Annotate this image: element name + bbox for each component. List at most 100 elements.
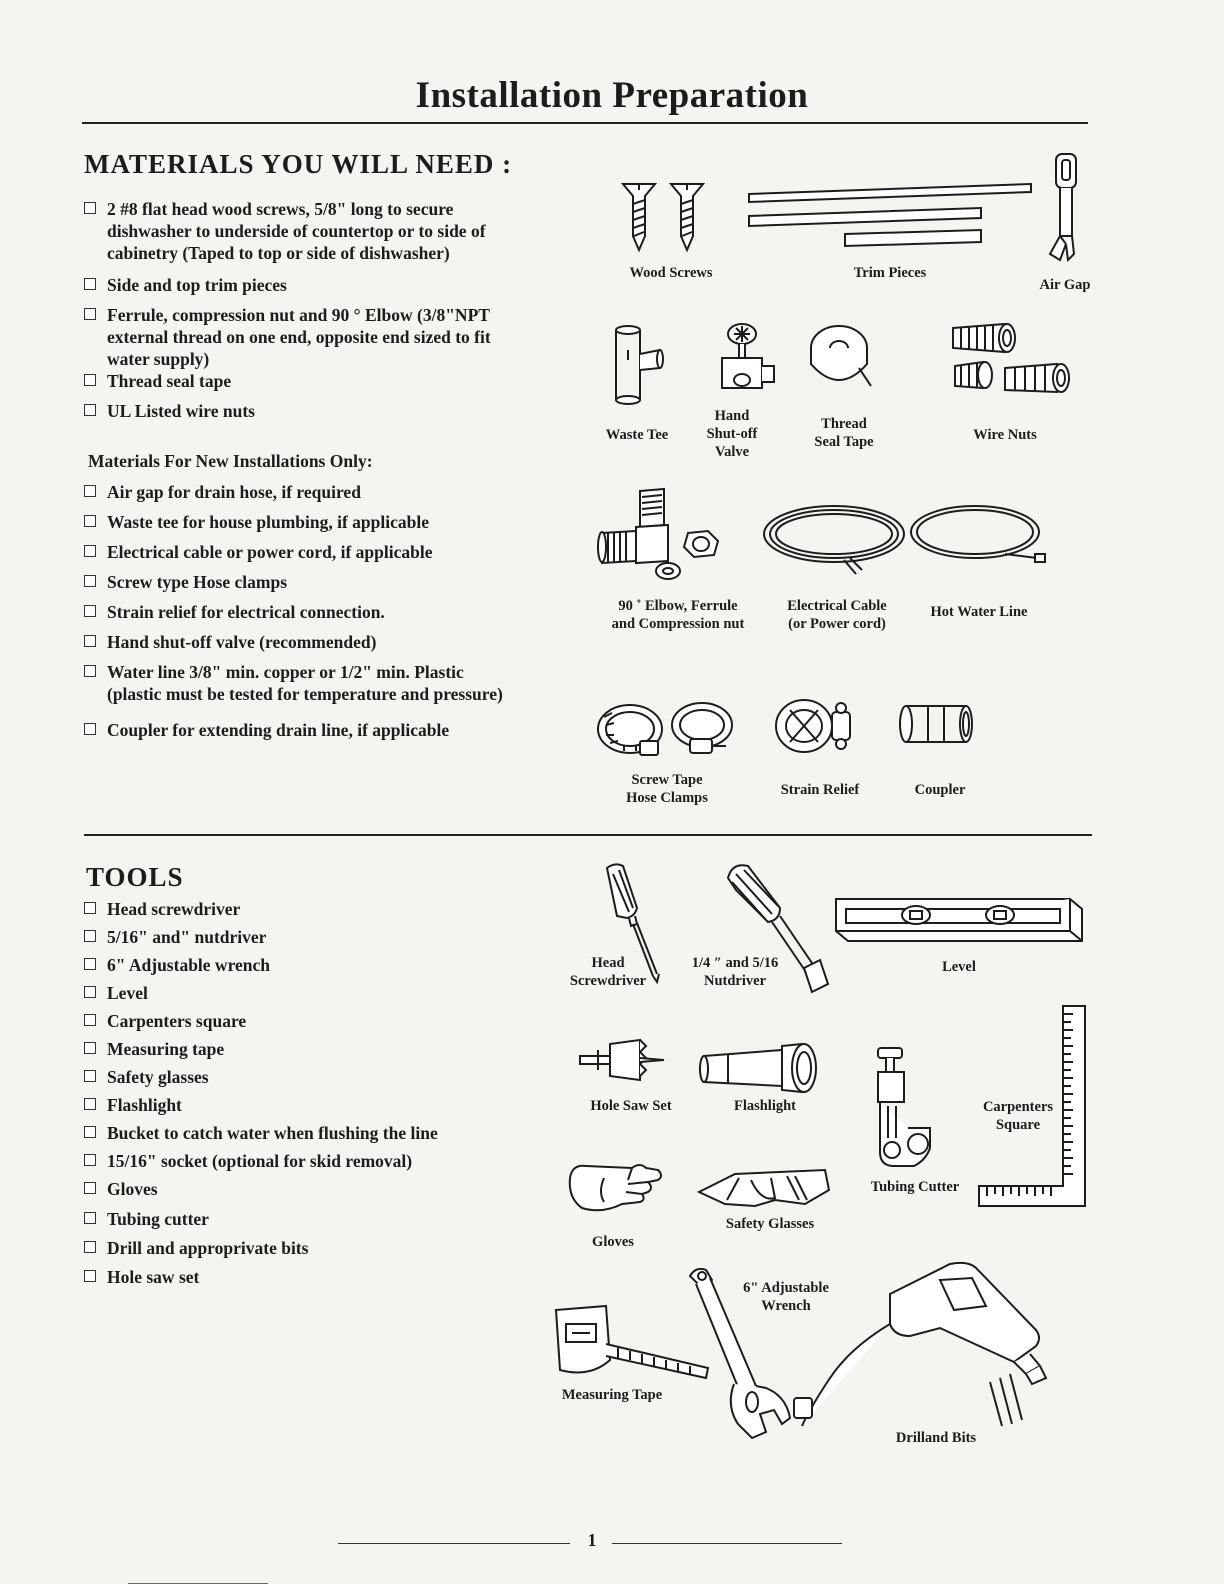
tool-item: Level <box>84 982 148 1004</box>
coupler-icon <box>899 705 973 743</box>
footer-rule-left <box>338 1543 570 1544</box>
new-material-item: Air gap for drain hose, if required <box>84 481 361 503</box>
waste-tee-icon <box>615 325 664 405</box>
tool-item: 15/16" socket (optional for skid removal… <box>84 1150 412 1172</box>
flashlight-icon <box>699 1042 817 1094</box>
air-gap-icon <box>1048 153 1077 263</box>
safety-glasses-icon <box>696 1168 831 1208</box>
level-icon <box>835 898 1083 942</box>
hose-clamps-caption: Screw Tape Hose Clamps <box>626 772 708 806</box>
drill-bits-icon <box>793 1261 1048 1427</box>
material-item: UL Listed wire nuts <box>84 400 255 422</box>
adjustable-wrench-caption: 6" Adjustable Wrench <box>743 1280 829 1314</box>
carpenters-square-icon <box>978 1005 1086 1207</box>
nutdriver-icon <box>726 864 830 994</box>
tool-item: Hole saw set <box>84 1266 199 1288</box>
gloves-caption: Gloves <box>592 1234 634 1250</box>
new-material-item: Water line 3/8" min. copper or 1/2" min.… <box>84 661 503 705</box>
new-material-item: Hand shut-off valve (recommended) <box>84 631 376 653</box>
checkbox <box>84 1070 96 1082</box>
tool-item: Bucket to catch water when flushing the … <box>84 1122 438 1144</box>
safety-glasses-caption: Safety Glasses <box>725 1216 815 1232</box>
trim-pieces-caption: Trim Pieces <box>853 265 927 281</box>
checkbox <box>84 545 96 557</box>
checkbox <box>84 723 96 735</box>
checkbox <box>84 1098 96 1110</box>
measuring-tape-icon <box>554 1304 710 1380</box>
waste-tee-caption: Waste Tee <box>605 427 669 443</box>
hole-saw-caption: Hole Saw Set <box>590 1098 672 1114</box>
carpenters-square-caption: Carpenters Square <box>982 1099 1054 1133</box>
flashlight-caption: Flashlight <box>733 1098 797 1114</box>
tubing-cutter-icon <box>877 1047 931 1167</box>
page-title: Installation Preparation <box>415 75 809 116</box>
wire-nuts-icon <box>952 322 1070 394</box>
checkbox <box>84 1212 96 1224</box>
elbow-caption: 90 ˚ Elbow, Ferrule and Compression nut <box>611 598 745 632</box>
footer-rule-right <box>612 1543 842 1544</box>
nutdriver-caption: 1/4 ″ and 5/16 Nutdriver <box>691 955 779 989</box>
coupler-caption: Coupler <box>914 782 966 798</box>
page-number: 1 <box>587 1530 597 1550</box>
head-screwdriver-icon <box>605 863 660 985</box>
tool-item: Drill and approprivate bits <box>84 1237 308 1259</box>
drill-bits-caption: Drilland Bits <box>895 1430 977 1446</box>
checkbox <box>84 575 96 587</box>
checkbox <box>84 635 96 647</box>
checkbox <box>84 308 96 320</box>
thread-seal-tape-caption: Thread Seal Tape <box>814 416 874 450</box>
checkbox <box>84 986 96 998</box>
thread-seal-tape-icon <box>810 325 872 387</box>
hot-water-line-caption: Hot Water Line <box>930 604 1028 620</box>
material-item: 2 #8 flat head wood screws, 5/8" long to… <box>84 198 486 264</box>
new-material-item: Coupler for extending drain line, if app… <box>84 719 449 741</box>
tubing-cutter-caption: Tubing Cutter <box>870 1179 960 1195</box>
new-material-item: Strain relief for electrical connection. <box>84 601 385 623</box>
electrical-cable-icon <box>763 505 905 575</box>
materials-heading: MATERIALS YOU WILL NEED : <box>84 149 513 179</box>
tool-item: Gloves <box>84 1178 158 1200</box>
tool-item: Flashlight <box>84 1094 182 1116</box>
hot-water-line-icon <box>910 505 1046 563</box>
checkbox <box>84 665 96 677</box>
air-gap-caption: Air Gap <box>1039 277 1091 293</box>
tool-item: 5/16" and" nutdriver <box>84 926 266 948</box>
checkbox <box>84 404 96 416</box>
checkbox <box>84 1154 96 1166</box>
strain-relief-caption: Strain Relief <box>780 782 860 798</box>
checkbox <box>84 374 96 386</box>
level-caption: Level <box>942 959 976 975</box>
material-item: Side and top trim pieces <box>84 274 287 296</box>
head-screwdriver-caption: Head Screwdriver <box>569 955 647 989</box>
material-item: Thread seal tape <box>84 370 231 392</box>
checkbox <box>84 1241 96 1253</box>
checkbox <box>84 1270 96 1282</box>
tool-item: Measuring tape <box>84 1038 224 1060</box>
title-rule <box>82 122 1088 124</box>
wire-nuts-caption: Wire Nuts <box>973 427 1037 443</box>
measuring-tape-caption: Measuring Tape <box>561 1387 663 1403</box>
wood-screws-caption: Wood Screws <box>629 265 713 281</box>
hole-saw-icon <box>579 1038 665 1082</box>
electrical-cable-caption: Electrical Cable (or Power cord) <box>787 598 887 632</box>
tool-item: Head screwdriver <box>84 898 240 920</box>
checkbox <box>84 1014 96 1026</box>
new-material-item: Electrical cable or power cord, if appli… <box>84 541 432 563</box>
checkbox <box>84 930 96 942</box>
adjustable-wrench-icon <box>688 1267 792 1440</box>
wood-screws-icon <box>620 183 706 253</box>
checkbox <box>84 1126 96 1138</box>
checkbox <box>84 278 96 290</box>
shutoff-valve-icon <box>721 323 775 389</box>
tool-item: Carpenters square <box>84 1010 246 1032</box>
section-rule <box>84 834 1092 836</box>
hose-clamps-icon <box>597 702 733 756</box>
gloves-icon <box>568 1164 662 1212</box>
new-material-item: Screw type Hose clamps <box>84 571 287 593</box>
new-material-item: Waste tee for house plumbing, if applica… <box>84 511 429 533</box>
tools-heading: TOOLS <box>86 862 184 892</box>
new-installations-heading: Materials For New Installations Only: <box>88 451 373 471</box>
checkbox <box>84 605 96 617</box>
tool-item: Tubing cutter <box>84 1208 209 1230</box>
checkbox <box>84 1042 96 1054</box>
